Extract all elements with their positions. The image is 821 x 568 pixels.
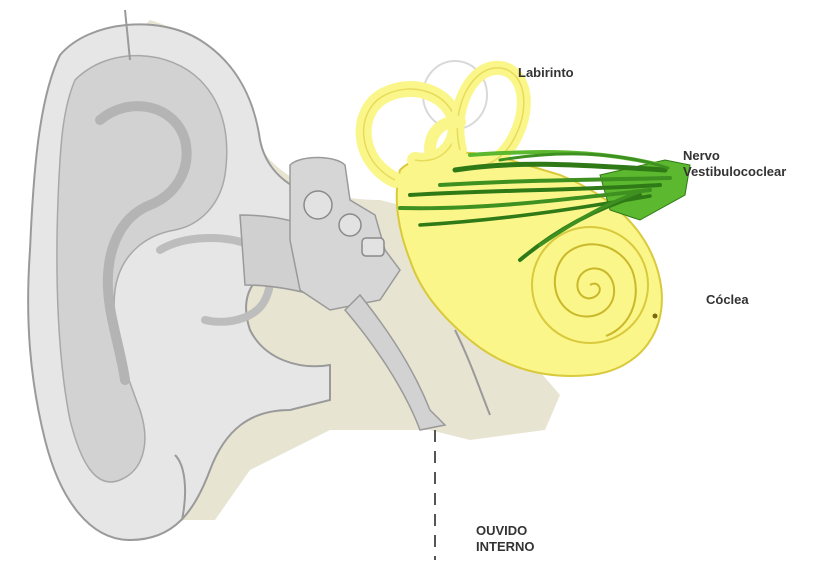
- label-coclea: Cóclea: [706, 292, 749, 308]
- label-labirinto: Labirinto: [518, 65, 574, 81]
- label-labirinto-text: Labirinto: [518, 65, 574, 81]
- label-nervo-line2: Vestibulococlear: [683, 164, 786, 180]
- ossicle-malleus: [304, 191, 332, 219]
- label-ouvido-line2: INTERNO: [476, 539, 535, 555]
- label-coclea-text: Cóclea: [706, 292, 749, 308]
- label-ouvido-interno: OUVIDO INTERNO: [476, 523, 535, 555]
- ossicle-incus: [339, 214, 361, 236]
- semicircular-canal-top: [457, 68, 523, 165]
- label-nervo-vestibulococlear: Nervo Vestibulococlear: [683, 148, 786, 180]
- label-ouvido-line1: OUVIDO: [476, 523, 535, 539]
- ossicle-stapes: [362, 238, 384, 256]
- label-nervo-line1: Nervo: [683, 148, 786, 164]
